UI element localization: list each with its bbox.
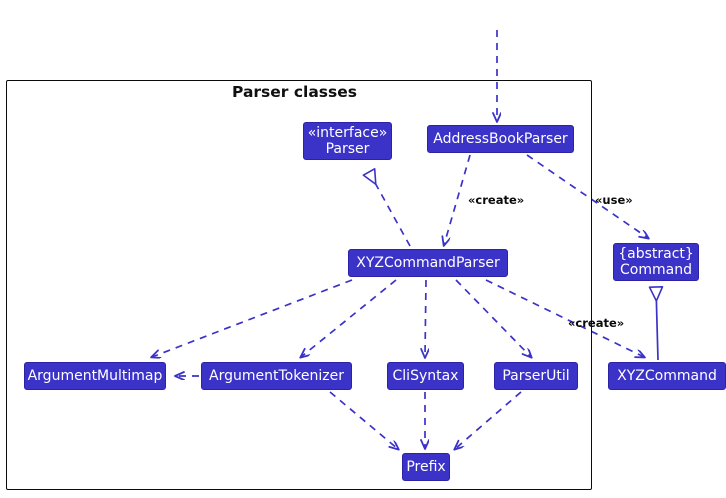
class-node-xyzcommandparser-name: XYZCommandParser: [356, 255, 500, 271]
edge-label-create-command: «create»: [568, 316, 625, 330]
class-node-command-name: Command: [620, 262, 692, 278]
class-node-argumenttokenizer-name: ArgumentTokenizer: [209, 368, 344, 384]
class-node-prefix[interactable]: Prefix: [402, 453, 450, 481]
edge-xyzcommand-extends-command: [648, 286, 664, 361]
class-node-clisyntax[interactable]: CliSyntax: [387, 362, 464, 390]
class-node-parser-name: Parser: [325, 141, 370, 157]
class-node-addressbookparser-name: AddressBookParser: [433, 131, 568, 147]
edge-label-create-parser: «create»: [468, 193, 525, 207]
package-frame-parser-classes: [6, 80, 592, 490]
class-node-prefix-name: Prefix: [406, 459, 446, 475]
class-node-clisyntax-name: CliSyntax: [392, 368, 459, 384]
class-node-parserutil-name: ParserUtil: [502, 368, 570, 384]
class-node-xyzcommand-name: XYZCommand: [617, 368, 717, 384]
package-frame-title: Parser classes: [232, 83, 357, 101]
class-node-xyzcommand[interactable]: XYZCommand: [608, 362, 726, 390]
class-node-parser-stereotype: «interface»: [307, 125, 388, 141]
class-node-argumenttokenizer[interactable]: ArgumentTokenizer: [201, 362, 352, 390]
class-node-command[interactable]: {abstract} Command: [613, 243, 699, 281]
edge-label-use-command: «use»: [595, 193, 633, 207]
class-node-command-stereotype: {abstract}: [618, 246, 694, 262]
class-node-addressbookparser[interactable]: AddressBookParser: [427, 125, 574, 153]
class-node-parserutil[interactable]: ParserUtil: [494, 362, 578, 390]
class-node-argumentmultimap[interactable]: ArgumentMultimap: [24, 362, 166, 390]
class-node-argumentmultimap-name: ArgumentMultimap: [27, 368, 163, 384]
class-node-parser-interface[interactable]: «interface» Parser: [303, 122, 392, 160]
class-node-xyzcommandparser[interactable]: XYZCommandParser: [348, 249, 508, 277]
